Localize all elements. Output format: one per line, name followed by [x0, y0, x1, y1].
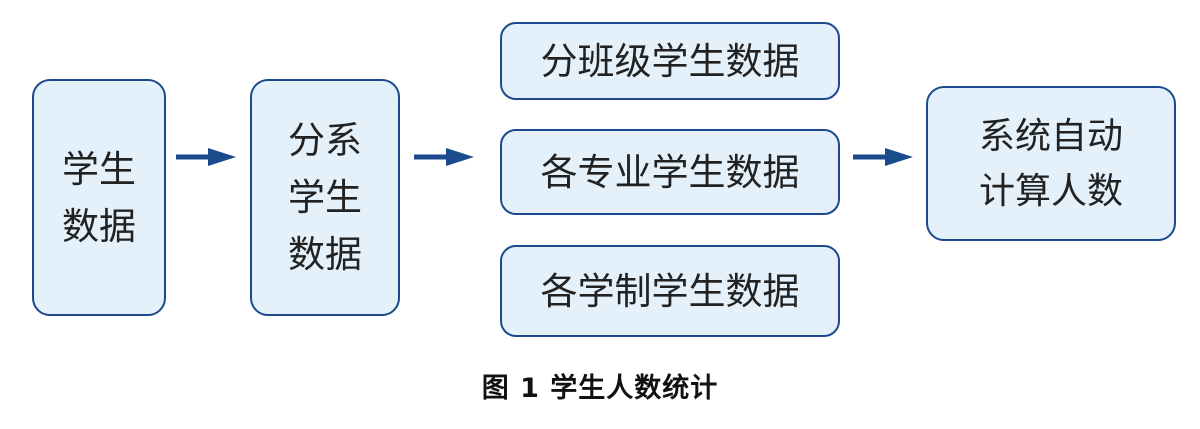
arrow-1 — [176, 148, 236, 166]
class-student-data-box: 分班级学生数据 — [500, 22, 840, 100]
auto-count-box: 系统自动 计算人数 — [926, 86, 1176, 241]
department-student-data-box: 分系 学生 数据 — [250, 79, 400, 316]
student-data-box: 学生 数据 — [32, 79, 166, 316]
major-student-data-box: 各专业学生数据 — [500, 129, 840, 215]
arrow-2 — [414, 148, 474, 166]
student-data-label: 学生 数据 — [62, 147, 136, 248]
system-student-data-box: 各学制学生数据 — [500, 245, 840, 337]
system-student-data-label: 各学制学生数据 — [540, 269, 800, 313]
figure-caption: 图 1 学生人数统计 — [481, 373, 719, 404]
class-student-data-label: 分班级学生数据 — [540, 39, 800, 83]
major-student-data-label: 各专业学生数据 — [540, 150, 800, 194]
auto-count-label: 系统自动 计算人数 — [978, 115, 1123, 212]
department-student-data-label: 分系 学生 数据 — [288, 119, 362, 276]
arrow-3 — [853, 148, 913, 166]
